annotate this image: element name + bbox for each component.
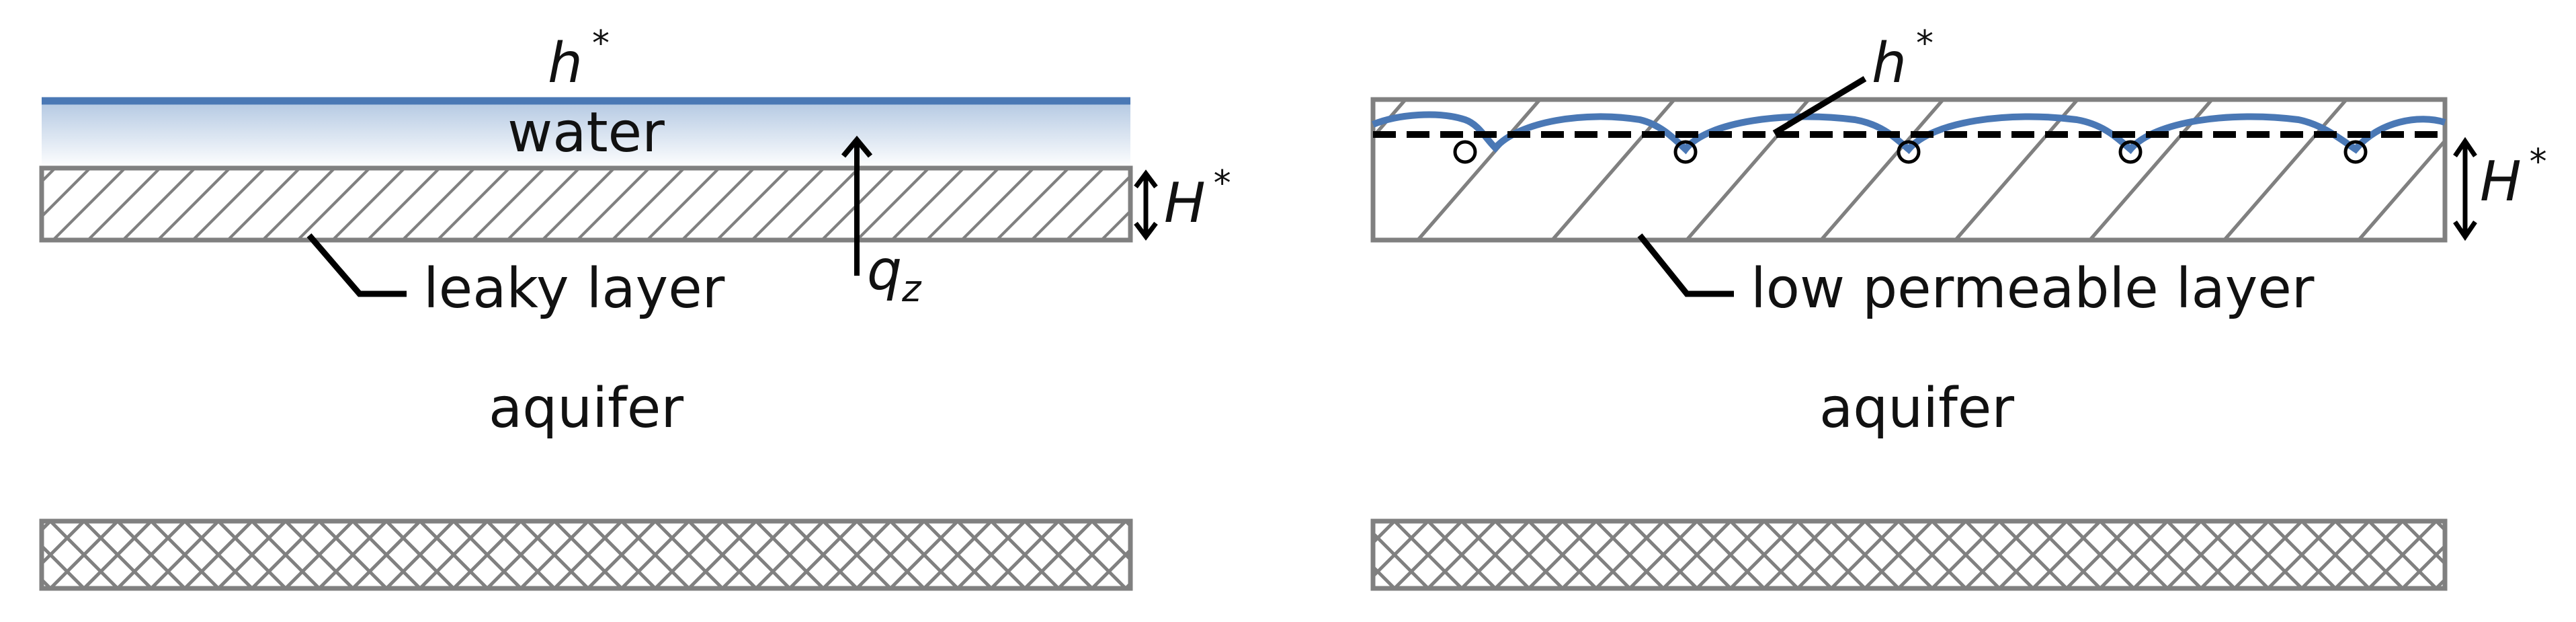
water-body	[42, 101, 1130, 168]
left-thickness-symbol: H	[1164, 171, 1206, 235]
right-thickness-label: H*	[2480, 142, 2547, 214]
left-head-label: h*	[548, 24, 610, 95]
right-head-label: h*	[1872, 24, 1934, 95]
leaky-layer	[39, 165, 1133, 243]
right-thickness-symbol: H	[2480, 150, 2522, 214]
right-head-leader	[1772, 76, 1867, 136]
drain-icon	[2343, 140, 2368, 164]
drain-icon	[1673, 140, 1698, 164]
drain-icon	[1453, 140, 1477, 164]
flux-label: qz	[867, 239, 922, 310]
leaky-layer-label: leaky layer	[423, 257, 725, 321]
low-permeable-leader	[1637, 233, 1734, 297]
leaky-layer-leader	[306, 233, 407, 297]
left-head-superscript: *	[592, 24, 610, 64]
drain-icon	[2118, 140, 2143, 164]
right-thickness-arrow	[2453, 137, 2477, 241]
left-head-symbol: h	[548, 32, 583, 95]
low-permeable-label: low permeable layer	[1751, 257, 2315, 321]
left-bottom-layer	[39, 518, 1133, 591]
flux-arrow	[841, 135, 873, 276]
left-thickness-label: H*	[1164, 163, 1231, 235]
right-aquifer-label: aquifer	[1819, 377, 2014, 440]
water-label: water	[507, 101, 665, 165]
left-thickness-superscript: *	[1214, 163, 1231, 204]
flux-subscript: z	[901, 268, 922, 310]
right-head-superscript: *	[1916, 24, 1934, 64]
left-panel: h* water leaky layer qz H* aqui	[39, 24, 1231, 591]
left-aquifer-label: aquifer	[489, 377, 683, 440]
drain-circles	[1453, 140, 2368, 164]
right-head-symbol: h	[1872, 32, 1907, 95]
drain-icon	[1897, 140, 1921, 164]
left-thickness-arrow	[1134, 169, 1158, 241]
right-panel: h* H* low permeable layer aquifer	[1370, 24, 2547, 591]
right-thickness-superscript: *	[2530, 142, 2547, 182]
flux-symbol: q	[867, 239, 902, 303]
right-bottom-layer	[1370, 518, 2448, 591]
